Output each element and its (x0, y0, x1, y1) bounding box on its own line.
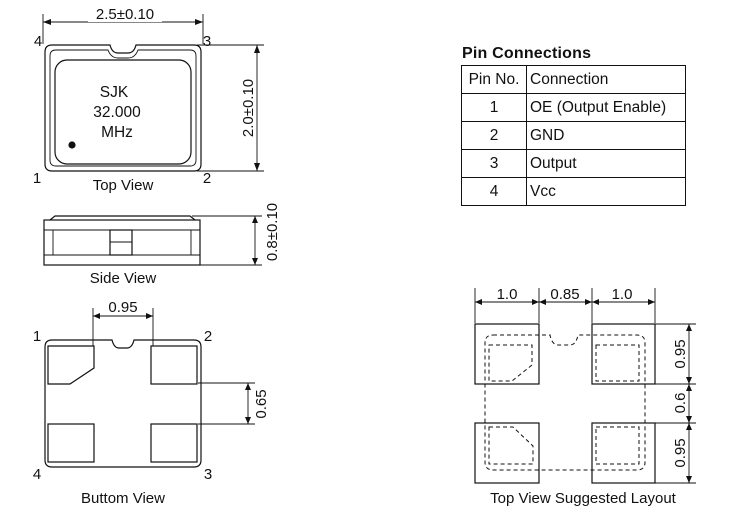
marking-sjk: SJK (100, 84, 129, 101)
bottom-pad-4 (47, 423, 95, 463)
bottom-view-caption: Buttom View (81, 490, 165, 507)
bottom-vgap-dim-label: 0.65 (253, 389, 270, 418)
top-width-dim-label: 2.5±0.10 (96, 6, 154, 23)
top-view-caption: Top View (93, 177, 154, 194)
layout-package-outline (484, 334, 646, 471)
layout-dim-pad-h1: 0.95 (672, 339, 689, 368)
table-row: 2 GND (461, 121, 686, 150)
layout-land-br (591, 422, 656, 484)
bottom-view: 0.95 0.65 1 2 4 3 Buttom View (33, 299, 270, 507)
bottom-pad-2 (150, 345, 198, 385)
pin-number: 1 (461, 93, 527, 122)
side-view: 0.8±0.10 Side View (43, 203, 281, 287)
layout-land-tl (474, 323, 540, 385)
layout-dim-pad-h2: 0.95 (672, 438, 689, 467)
layout-view-caption: Top View Suggested Layout (490, 490, 677, 507)
bottom-pin-1: 1 (33, 328, 41, 345)
layout-dim-pad-w1: 1.0 (497, 286, 518, 303)
layout-dim-pad-w2: 1.0 (612, 286, 633, 303)
bottom-pad-3 (150, 423, 198, 463)
top-height-dim-label: 2.0±0.10 (240, 79, 257, 137)
table-row: 4 Vcc (461, 177, 686, 206)
table-header-row: Pin No. Connection (461, 65, 686, 94)
marking-frequency: 32.000 (93, 104, 141, 121)
top-lid (54, 59, 192, 165)
top-pin-1: 1 (33, 170, 41, 187)
header-pin-no: Pin No. (461, 65, 527, 94)
header-connection: Connection (526, 65, 686, 94)
layout-dim-gap: 0.85 (550, 286, 579, 303)
table-row: 1 OE (Output Enable) (461, 93, 686, 122)
bottom-package-outline (44, 339, 202, 468)
pin-connection: Output (526, 149, 686, 178)
bottom-gap-dim-label: 0.95 (108, 299, 137, 316)
side-lid (49, 215, 196, 221)
layout-view: 1.0 0.85 1.0 0.95 0.6 0.95 Top View Sugg… (474, 286, 696, 507)
layout-dim-vgap: 0.6 (672, 393, 689, 414)
bottom-pin-2: 2 (204, 328, 212, 345)
layout-pad-1 (488, 344, 533, 382)
pin-number: 4 (461, 177, 527, 206)
layout-pad-2 (595, 344, 640, 382)
pin1-dot (68, 141, 76, 149)
top-package-outline (44, 44, 202, 172)
bottom-pin-4: 4 (33, 466, 41, 483)
layout-pad-4 (488, 426, 534, 465)
top-pin-3: 3 (203, 33, 211, 50)
pin-number: 3 (461, 149, 527, 178)
pin-connections-table: Pin No. Connection 1 OE (Output Enable) … (461, 65, 686, 206)
bottom-pad-1 (47, 345, 95, 385)
pin-number: 2 (461, 121, 527, 150)
pin-connections: Pin Connections Pin No. Connection 1 OE … (461, 45, 686, 206)
layout-pad-3 (595, 426, 640, 465)
top-pin-4: 4 (34, 33, 42, 50)
layout-land-bl (474, 422, 540, 484)
layout-land-tr (591, 323, 656, 385)
top-view: 2.5±0.10 2.0±0.10 SJK 32.000 MHz 4 3 1 2… (33, 6, 264, 194)
table-row: 3 Output (461, 149, 686, 178)
side-height-dim-label: 0.8±0.10 (264, 203, 281, 261)
side-body (43, 219, 201, 266)
pin-connection: GND (526, 121, 686, 150)
bottom-pin-3: 3 (204, 466, 212, 483)
pin-connections-title: Pin Connections (462, 45, 592, 62)
side-castellation (109, 229, 133, 256)
pin-connection: OE (Output Enable) (526, 93, 686, 122)
top-pin-2: 2 (203, 170, 211, 187)
pin-connection: Vcc (526, 177, 686, 206)
side-view-caption: Side View (90, 270, 157, 287)
marking-unit: MHz (101, 124, 133, 141)
